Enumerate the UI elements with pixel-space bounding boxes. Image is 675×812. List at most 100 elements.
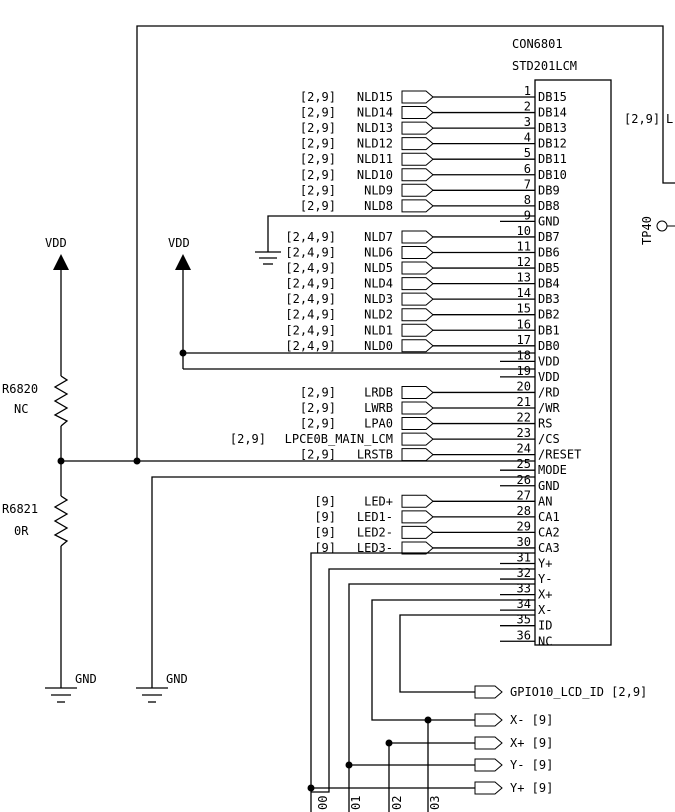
pin-name: DB1 <box>538 323 560 337</box>
net-label: NLD4 <box>364 277 393 291</box>
net-flag <box>401 261 434 275</box>
pin-name: CA1 <box>538 510 560 524</box>
net-ref: [2,4,9] <box>285 323 336 337</box>
pin-number: 31 <box>517 551 531 565</box>
net-flag <box>401 199 434 213</box>
net-flag <box>401 308 434 322</box>
gnd-mid-symbol: GND <box>136 672 188 703</box>
net-flag <box>401 432 434 446</box>
net-label: LWRB <box>364 401 393 415</box>
net-flag <box>401 401 434 415</box>
pin-name: ID <box>538 619 552 633</box>
pin-number: 36 <box>517 628 531 642</box>
pin-name: CA3 <box>538 541 560 555</box>
pin-name: GND <box>538 479 560 493</box>
junction-dots <box>57 349 432 792</box>
net-flag <box>401 385 434 399</box>
pin-name: DB0 <box>538 339 560 353</box>
pin-number: 19 <box>517 364 531 378</box>
net-ref: [2,4,9] <box>285 246 336 260</box>
net-flag <box>401 246 434 259</box>
bottom-rotated-labels: 00 01 02 03 <box>316 796 442 810</box>
net-label: NLD7 <box>364 230 393 244</box>
net-ref: [2,9] <box>300 121 336 135</box>
net-label: NLD8 <box>364 199 393 213</box>
pin-number: 26 <box>517 473 531 487</box>
pin-number: 6 <box>524 162 531 176</box>
net-label: LED+ <box>364 494 393 508</box>
net-ref: [2,4,9] <box>285 230 336 244</box>
net-label: NLD6 <box>364 246 393 260</box>
pin-number: 33 <box>517 582 531 596</box>
pin-number: 4 <box>524 131 531 145</box>
vdd-mid-symbol: VDD <box>168 236 191 270</box>
pin-name: DB15 <box>538 90 567 104</box>
gnd-pin9-symbol <box>255 251 281 265</box>
resistor-r6821: R6821 0R <box>2 495 69 547</box>
pin-name: DB10 <box>538 168 567 182</box>
net-ref: [9] <box>314 525 336 539</box>
pin-number: 30 <box>517 535 531 549</box>
net-ref: [2,9] <box>300 199 336 213</box>
net-ref: [2,9] <box>300 417 336 431</box>
net-ref: [2,9] <box>300 385 336 399</box>
port-gpio10-label: GPIO10_LCD_ID [2,9] <box>510 685 647 699</box>
pin-name: DB4 <box>538 277 560 291</box>
net-flag <box>401 137 434 151</box>
net-label: LPA0 <box>364 417 393 431</box>
net-flag <box>401 183 434 197</box>
port-x-plus-label: X+ [9] <box>510 736 553 750</box>
net-flag <box>401 323 434 337</box>
net-flag <box>401 525 434 539</box>
net-ref: [2,9] <box>300 137 336 151</box>
gnd-mid-label: GND <box>166 672 188 686</box>
pin-number: 1 <box>524 84 531 98</box>
port-x-plus: X+ [9] <box>474 736 553 750</box>
pin-name: /WR <box>538 401 560 415</box>
pin-name: DB6 <box>538 246 560 260</box>
net-flag <box>401 152 434 166</box>
pin-name: CA2 <box>538 525 560 539</box>
pin-name: NC <box>538 634 552 648</box>
pin-name: MODE <box>538 463 567 477</box>
pin-name: DB3 <box>538 292 560 306</box>
port-y-minus-label: Y- [9] <box>510 758 553 772</box>
pin-number: 34 <box>517 597 531 611</box>
pin-name: DB2 <box>538 308 560 322</box>
net-label: LED3- <box>357 541 393 555</box>
right-edge-cut: L <box>666 112 673 126</box>
net-ref: [2,9] <box>300 401 336 415</box>
pin-number: 3 <box>524 115 531 129</box>
pin-number: 13 <box>517 271 531 285</box>
connector-refdes: CON6801 <box>512 37 563 51</box>
net-ref: [2,4,9] <box>285 261 336 275</box>
net-ref: [9] <box>314 541 336 555</box>
pin-name: /RD <box>538 385 560 399</box>
pin-number: 24 <box>517 442 531 456</box>
net-ref: [2,9] <box>300 168 336 182</box>
pin-number: 25 <box>517 457 531 471</box>
net-label: LRSTB <box>357 448 393 462</box>
pin-number: 12 <box>517 255 531 269</box>
pin-number: 16 <box>517 317 531 331</box>
pin-name: /RESET <box>538 448 581 462</box>
port-y-plus: Y+ [9] <box>474 781 553 795</box>
